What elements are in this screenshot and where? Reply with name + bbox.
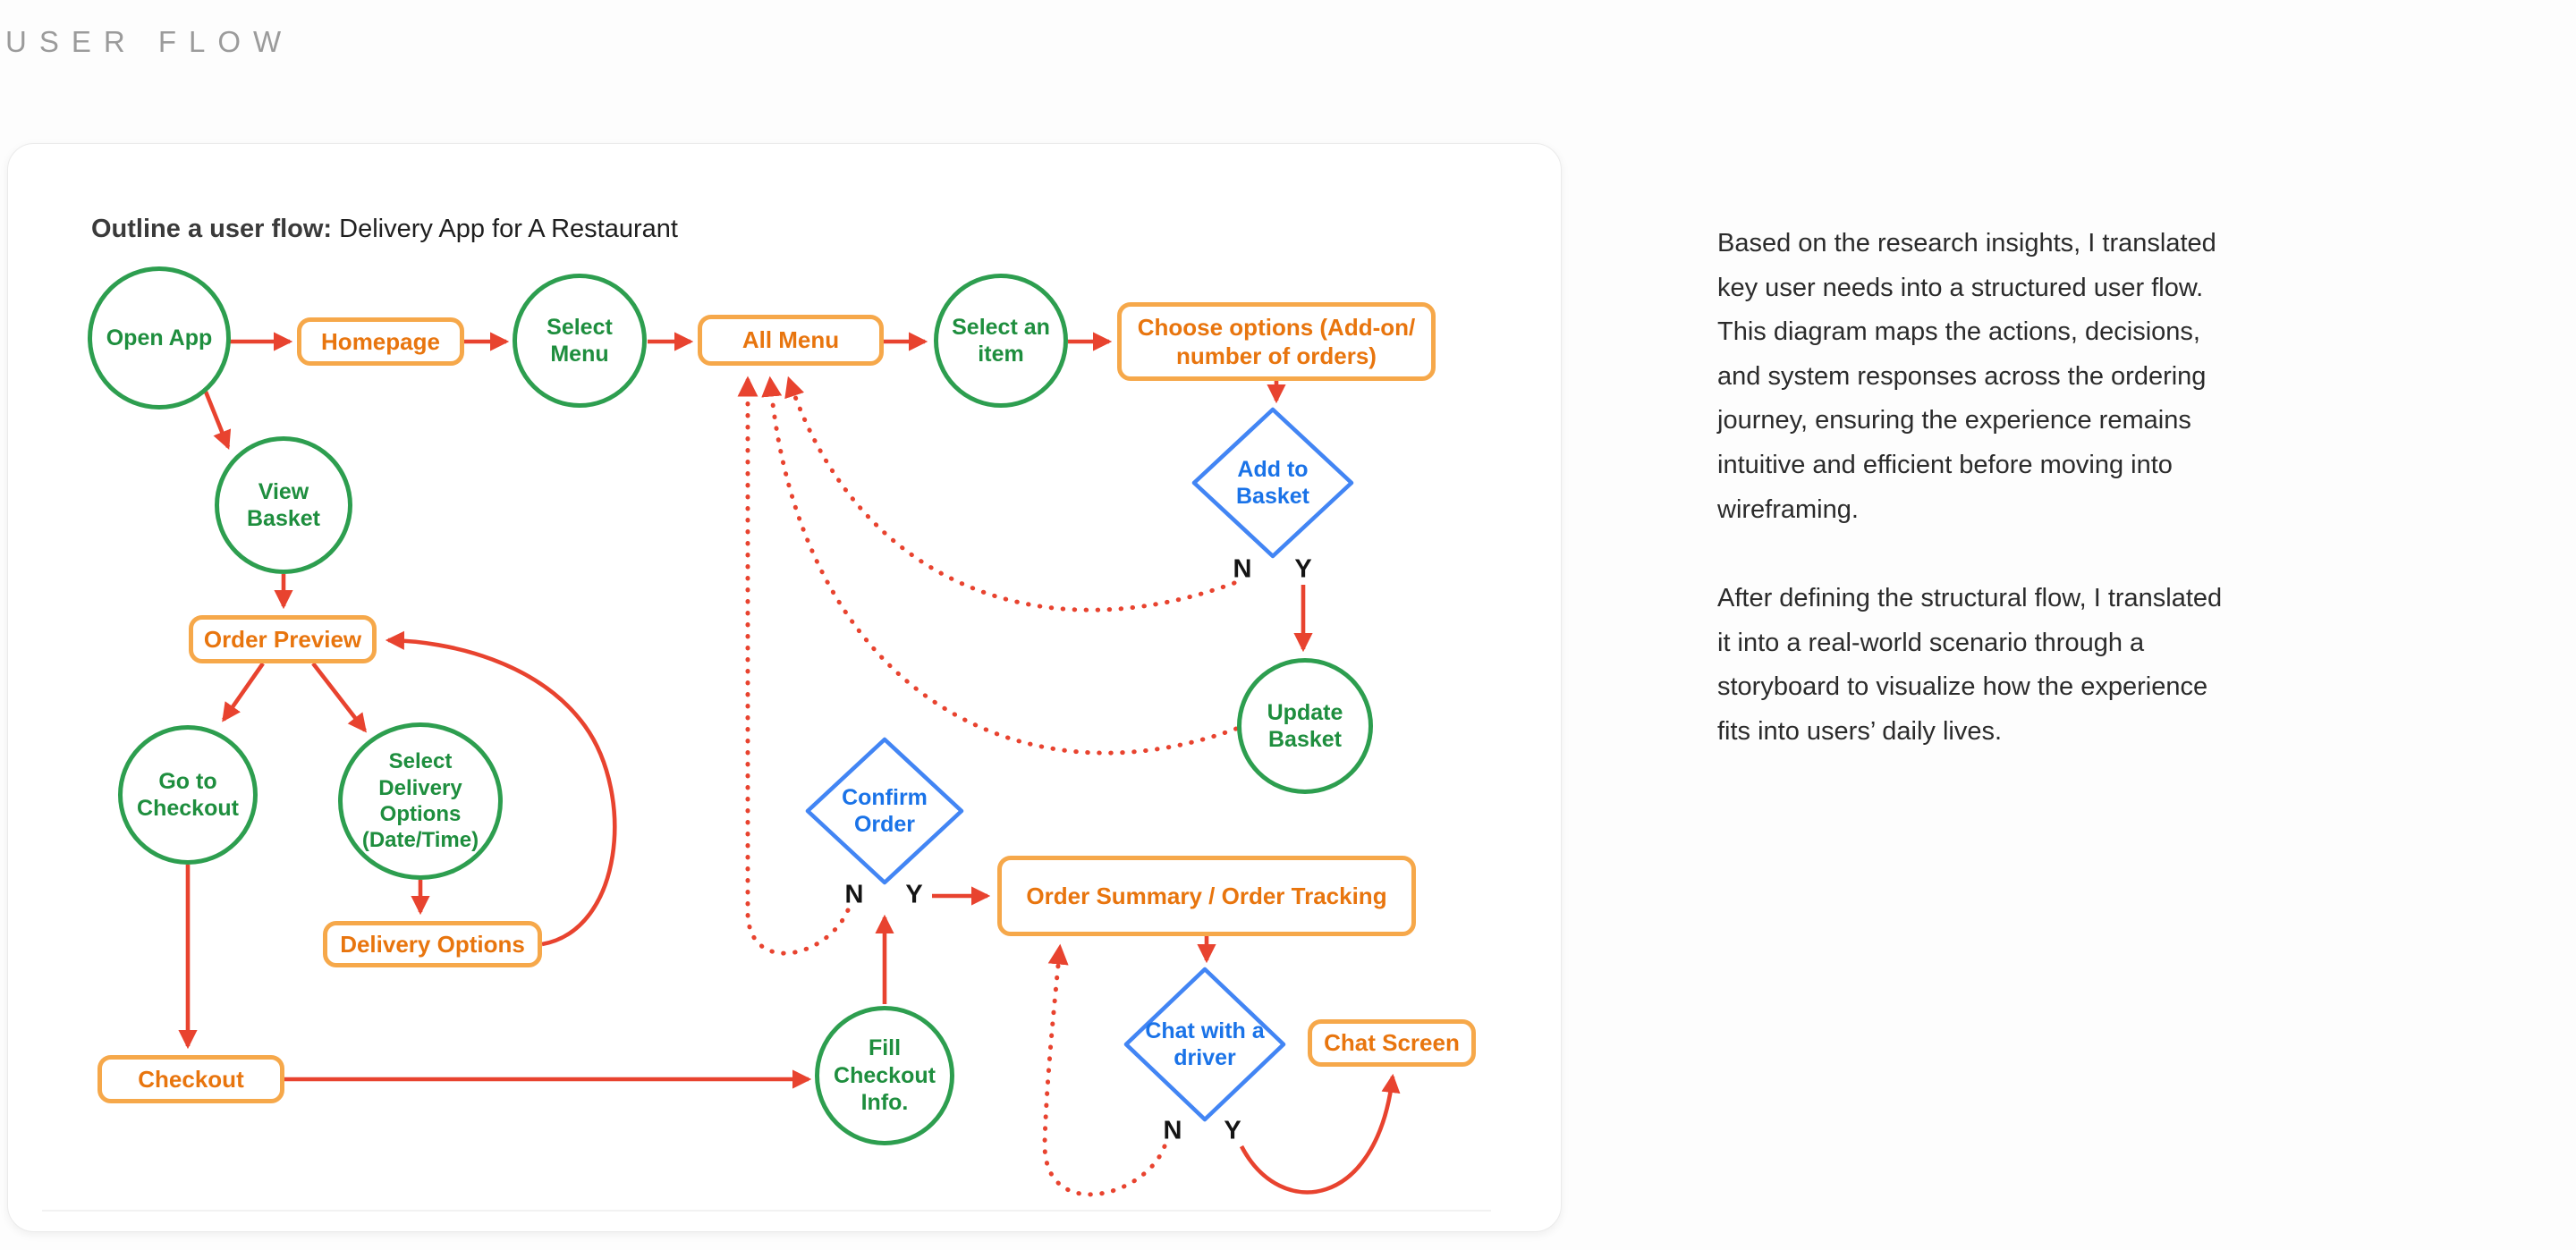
decision-chat-with-driver-label: Chat with a driver <box>1145 1018 1265 1070</box>
text-line: key user needs into a structured user fl… <box>1717 273 2204 302</box>
node-go-to-checkout: Go to Checkout <box>118 725 258 865</box>
node-delivery-options: Delivery Options <box>323 921 542 967</box>
add-to-basket-yes-label: Y <box>1294 554 1312 584</box>
text-line: Based on the research insights, I transl… <box>1717 229 2216 258</box>
diagram-title-rest: Delivery App for A Restaurant <box>332 215 678 243</box>
node-all-menu: All Menu <box>698 315 884 366</box>
text-line: After defining the structural flow, I tr… <box>1717 584 2223 612</box>
text-line: intuitive and efficient before moving in… <box>1717 450 2173 479</box>
arrow-openapp-viewbasket <box>203 391 232 450</box>
text-line: fits into users’ daily lives. <box>1717 716 2003 746</box>
chat-driver-yes-label: Y <box>1224 1116 1241 1145</box>
decision-chat-with-driver-shape <box>1123 967 1286 1122</box>
node-order-summary: Order Summary / Order Tracking <box>997 856 1416 936</box>
description-paragraph-1: Based on the research insights, I transl… <box>1717 222 2424 532</box>
node-fill-checkout-info: Fill Checkout Info. <box>815 1006 954 1145</box>
node-choose-options: Choose options (Add-on/ number of orders… <box>1117 302 1436 381</box>
node-order-preview: Order Preview <box>189 615 377 663</box>
text-line: This diagram maps the actions, decisions… <box>1717 317 2200 347</box>
decision-add-to-basket-label: Add to Basket <box>1236 457 1309 509</box>
node-checkout: Checkout <box>97 1055 284 1103</box>
node-select-delivery-options: Select Delivery Options (Date/Time) <box>338 722 503 880</box>
text-line: storyboard to visualize how the experien… <box>1717 672 2208 702</box>
decision-confirm-order-label: Confirm Order <box>842 785 928 837</box>
confirm-order-no-label: N <box>844 880 864 909</box>
node-update-basket: Update Basket <box>1237 658 1373 794</box>
arrow-orderpreview-gotocheckout <box>222 662 265 722</box>
decision-add-to-basket-shape <box>1191 407 1354 559</box>
chat-driver-no-label: N <box>1163 1116 1182 1145</box>
diagram-title: Outline a user flow: Delivery App for A … <box>91 215 678 244</box>
arrow-orderpreview-selectdelivery <box>311 662 367 733</box>
confirm-order-yes-label: Y <box>905 880 923 909</box>
node-select-menu: Select Menu <box>513 274 647 408</box>
flow-connectors <box>178 332 1401 1197</box>
node-chat-screen: Chat Screen <box>1308 1019 1476 1067</box>
node-open-app: Open App <box>88 266 231 410</box>
description-paragraph-2: After defining the structural flow, I tr… <box>1717 577 2424 754</box>
text-line: journey, ensuring the experience remains <box>1717 406 2191 435</box>
node-select-an-item: Select an item <box>934 274 1068 408</box>
diagram-layer: Open App Homepage Select Menu All Menu S… <box>7 143 1562 1232</box>
card-divider <box>42 1210 1491 1212</box>
dotted-addtobasket-no-allmenu <box>784 376 1237 612</box>
dotted-confirmorder-no-allmenu <box>737 376 851 956</box>
node-homepage: Homepage <box>297 317 464 366</box>
arrow-deliveryoptions-orderpreview <box>385 630 617 947</box>
arrow-chatdriver-yes-chatscreen <box>1239 1073 1401 1195</box>
page-title: USER FLOW <box>5 25 294 58</box>
decision-confirm-order-shape <box>805 737 964 885</box>
text-line: it into a real-world scenario through a <box>1717 628 2145 657</box>
text-line: wireframing. <box>1717 494 1859 524</box>
node-view-basket: View Basket <box>215 436 352 574</box>
diagram-title-bold: Outline a user flow: <box>91 215 333 243</box>
text-line: and system responses across the ordering <box>1717 361 2207 391</box>
add-to-basket-no-label: N <box>1233 554 1252 584</box>
